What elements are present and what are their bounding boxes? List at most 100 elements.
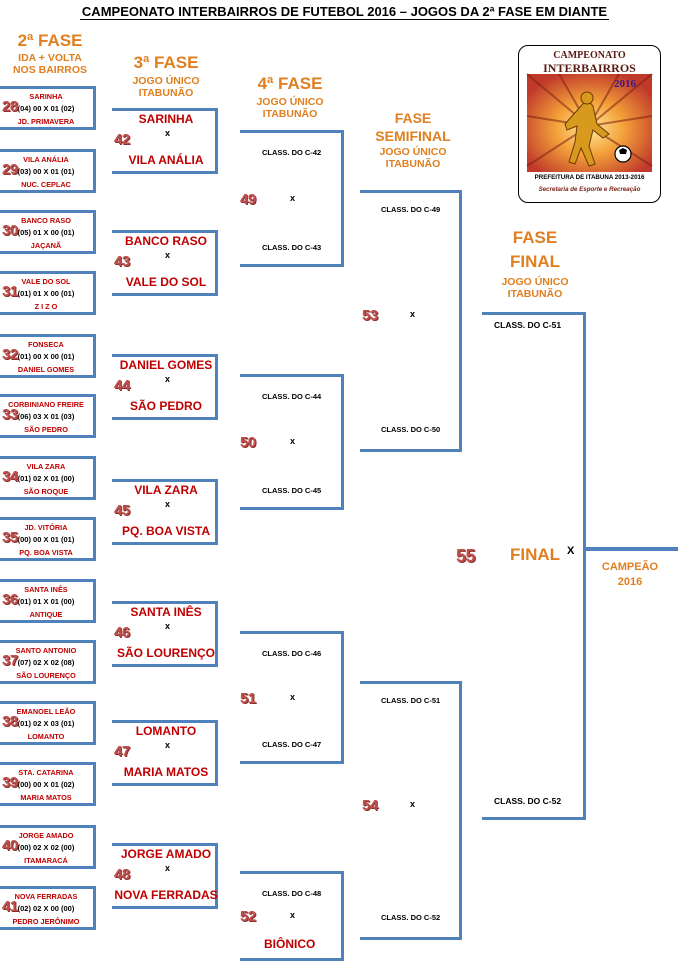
- game-number-43: 43: [114, 253, 130, 270]
- away-team: ITAMARACÁ: [24, 856, 68, 865]
- round4-match-box: [240, 871, 344, 961]
- round2-match: SARINHA(04) 00 X 01 (02)JD. PRIMAVERA: [0, 86, 96, 130]
- round2-match: EMANOEL LEÃO(01) 02 X 03 (01)LOMANTO: [0, 701, 96, 745]
- champion-line: [586, 547, 678, 551]
- match-score: (02) 02 X 00 (00): [17, 904, 75, 913]
- semifinal-match-box: [360, 190, 462, 452]
- home-team: SANTA INÊS: [130, 605, 202, 619]
- game-number-33: 33: [2, 406, 18, 423]
- home-team: SARINHA: [29, 92, 63, 101]
- logo-graphic: [526, 73, 653, 172]
- versus-x: x: [410, 799, 416, 809]
- away-team: SÃO PEDRO: [129, 399, 202, 413]
- logo-footer2: Secretaria de Esporte e Recreação: [538, 186, 641, 193]
- home-team: SARINHA: [138, 112, 194, 126]
- round2-match: STA. CATARINA(00) 00 X 01 (02)MARIA MATO…: [0, 762, 96, 806]
- away-team: SÃO PEDRO: [24, 425, 68, 434]
- match-score: (01) 00 X 00 (01): [17, 352, 75, 361]
- champion-label: CAMPEÃO 2016: [590, 560, 670, 590]
- away-team: PQ. BOA VISTA: [121, 524, 210, 538]
- home-slot: CLASS. DO C-46: [262, 649, 322, 658]
- versus-x: x: [165, 250, 171, 260]
- game-number-38: 38: [2, 713, 18, 730]
- game-number-52: 52: [240, 908, 256, 925]
- phase-2-name: 2ª FASE: [17, 31, 83, 50]
- phase-final-sub1: JOGO ÚNICO: [501, 276, 569, 288]
- semifinal-match-box: [360, 681, 462, 940]
- round3-match-box: [112, 479, 218, 545]
- versus-x: x: [290, 436, 296, 446]
- away-team: JAÇANÃ: [30, 241, 62, 250]
- game-number-50: 50: [240, 434, 256, 451]
- away-slot: CLASS. DO C-50: [381, 425, 441, 434]
- versus-x: x: [165, 128, 171, 138]
- game-number-30: 30: [2, 222, 18, 239]
- phase-2-sub1: IDA + VOLTA: [18, 52, 82, 64]
- game-number-29: 29: [2, 161, 18, 178]
- phase-3-name: 3ª FASE: [133, 53, 199, 72]
- game-number-44: 44: [114, 377, 130, 394]
- home-team: VILA ZARA: [26, 462, 66, 471]
- round2-match: CORBINIANO FREIRE(06) 03 X 01 (03)SÃO PE…: [0, 394, 96, 438]
- game-number-32: 32: [2, 346, 18, 363]
- logo-footer1: PREFEITURA DE ITABUNA 2013-2016: [534, 174, 645, 181]
- game-number-41: 41: [2, 898, 18, 915]
- match-score: (01) 02 X 03 (01): [17, 719, 75, 728]
- game-number-31: 31: [2, 283, 18, 300]
- away-team: NOVA FERRADAS: [114, 888, 218, 902]
- game-number-36: 36: [2, 591, 18, 608]
- home-slot: CLASS. DO C-49: [381, 205, 441, 214]
- phase-semi-sub2: ITABUNÃO: [385, 158, 441, 171]
- home-team: VILA ZARA: [134, 483, 198, 497]
- home-team: BANCO RASO: [124, 234, 207, 248]
- game-number-40: 40: [2, 837, 18, 854]
- round2-match: JORGE AMADO(00) 02 X 02 (00)ITAMARACÁ: [0, 825, 96, 869]
- versus-x: x: [290, 692, 296, 702]
- round3-match-box: [112, 230, 218, 296]
- match-score: (03) 00 X 01 (01): [17, 167, 75, 176]
- home-team: SANTA INÊS: [24, 585, 68, 594]
- away-team: BIÔNICO: [264, 937, 316, 951]
- champion-line1: CAMPEÃO: [601, 561, 659, 573]
- page-title: CAMPEONATO INTERBAIRROS DE FUTEBOL 2016 …: [0, 4, 689, 20]
- match-score: (04) 00 X 01 (02): [17, 104, 75, 113]
- away-slot: CLASS. DO C-45: [262, 486, 322, 495]
- home-team: JORGE AMADO: [18, 831, 74, 840]
- phase-final-header: FASE FINAL JOGO ÚNICO ITABUNÃO: [480, 229, 590, 300]
- away-team: VILA ANÁLIA: [128, 153, 204, 167]
- round4-match-box: [240, 374, 344, 510]
- away-team: SÃO LOURENÇO: [16, 671, 76, 680]
- phase-3-sub2: ITABUNÃO: [138, 87, 194, 100]
- game-number-48: 48: [114, 866, 130, 883]
- phase-4-name: 4ª FASE: [257, 74, 323, 93]
- home-slot: CLASS. DO C-44: [262, 392, 322, 401]
- game-number-45: 45: [114, 502, 130, 519]
- phase-semi-name2: SEMIFINAL: [375, 128, 451, 144]
- phase-2-sub2: NOS BAIRROS: [12, 64, 88, 77]
- away-team: PQ. BOA VISTA: [19, 548, 73, 557]
- away-team: ANTIQUE: [29, 610, 63, 619]
- page-title-text: CAMPEONATO INTERBAIRROS DE FUTEBOL 2016 …: [79, 4, 610, 20]
- final-x: X: [567, 545, 575, 557]
- home-team: SANTO ANTONIO: [15, 646, 77, 655]
- game-number-46: 46: [114, 624, 130, 641]
- versus-x: x: [290, 193, 296, 203]
- championship-logo: CAMPEONATO INTERBAIRROS 2016 PREFEITURA …: [518, 45, 661, 203]
- home-slot: CLASS. DO C-42: [262, 148, 322, 157]
- game-number-34: 34: [2, 468, 18, 485]
- home-team: NOVA FERRADAS: [14, 892, 78, 901]
- versus-x: x: [165, 499, 171, 509]
- round3-match-box: [112, 601, 218, 667]
- away-slot: CLASS. DO C-43: [262, 243, 322, 252]
- away-team: NUC. CEPLAC: [21, 180, 71, 189]
- match-score: (01) 01 X 01 (00): [17, 597, 75, 606]
- away-team: DANIEL GOMES: [17, 365, 75, 374]
- home-team: DANIEL GOMES: [119, 358, 213, 372]
- phase-4-header: 4ª FASE JOGO ÚNICO ITABUNÃO: [240, 75, 340, 120]
- round4-match-box: [240, 130, 344, 267]
- round2-match: VILA ZARA(01) 02 X 01 (00)SÃO ROQUE: [0, 456, 96, 500]
- game-number-55: 55: [456, 546, 476, 566]
- round2-match: VILA ANÁLIA(03) 00 X 01 (01)NUC. CEPLAC: [0, 149, 96, 193]
- away-team: LOMANTO: [27, 732, 65, 741]
- round2-match: BANCO RASO(05) 01 X 00 (01)JAÇANÃ: [0, 210, 96, 254]
